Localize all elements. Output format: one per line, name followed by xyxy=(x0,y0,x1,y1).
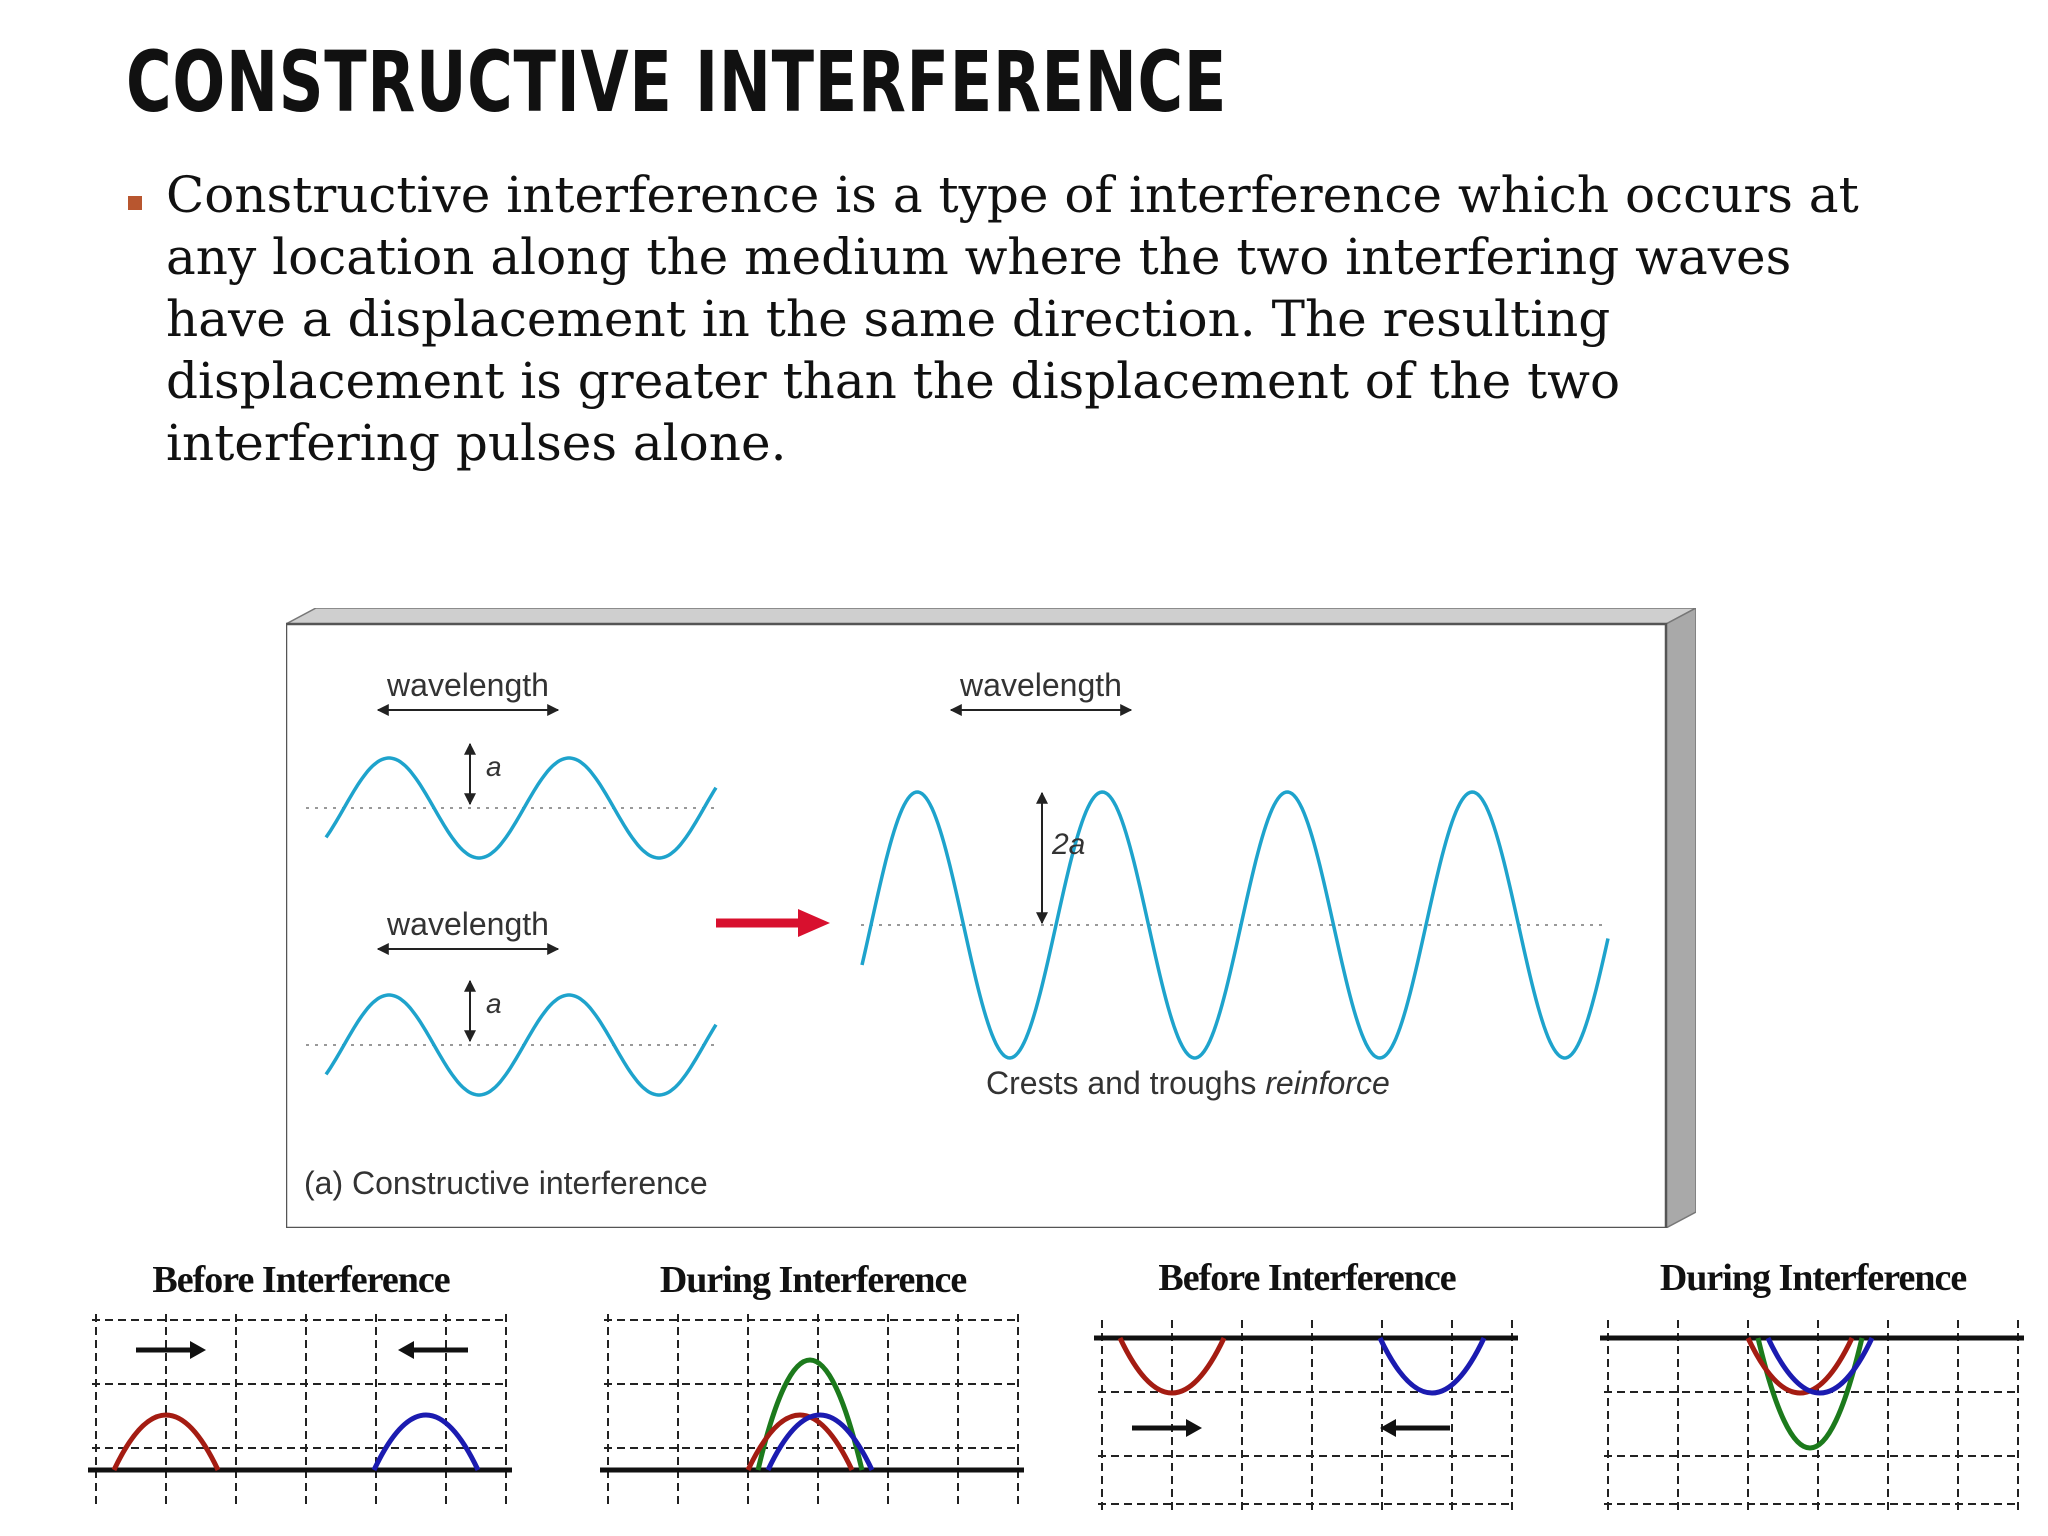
panel-top-bevel xyxy=(286,608,1696,625)
panel-label: Before Interference xyxy=(1158,1257,1456,1299)
panel-caption: (a) Constructive interference xyxy=(304,1165,708,1201)
blue-pulse xyxy=(765,1412,875,1472)
pulse-grid xyxy=(600,1314,1024,1508)
right-arrow-head xyxy=(190,1341,206,1359)
wave-1 xyxy=(324,756,718,860)
left-arrow-head xyxy=(398,1341,414,1359)
grid-lines xyxy=(1098,1320,1513,1512)
pulse-grid xyxy=(1600,1320,2024,1512)
right-arrow-head xyxy=(1186,1419,1202,1437)
slide-title: CONSTRUCTIVE INTERFERENCE xyxy=(126,33,1228,131)
reinforce-caption: Crests and troughs reinforce xyxy=(986,1065,1390,1101)
grid-lines xyxy=(92,1314,507,1508)
reinforce-caption-prefix: Crests and troughs xyxy=(986,1065,1265,1101)
green-pulse xyxy=(755,1357,865,1471)
body-text: Constructive interference is a type of i… xyxy=(166,164,2006,474)
resultant-wave xyxy=(860,790,1610,1060)
red-pulse xyxy=(1117,1336,1227,1396)
wavelength-label-1: wavelength xyxy=(386,667,549,703)
left-arrow-head xyxy=(1380,1419,1396,1437)
green-pulse xyxy=(1755,1337,1865,1451)
reinforce-caption-emphasis: reinforce xyxy=(1265,1065,1390,1101)
blue-pulse xyxy=(1765,1336,1875,1396)
wavelength-label-result: wavelength xyxy=(959,667,1122,703)
body-line: Constructive interference is a type of i… xyxy=(166,166,1859,224)
amplitude-label-1: a xyxy=(486,751,502,782)
constructive-interference-diagram: wavelength wavelength wavelength a a 2a … xyxy=(286,608,1696,1228)
amplitude-label-2: a xyxy=(486,988,502,1019)
blue-pulse xyxy=(371,1412,481,1472)
body-line: have a displacement in the same directio… xyxy=(166,290,1611,348)
before-interference-panel-troughs: Before Interference xyxy=(1092,1256,1522,1526)
during-interference-panel-troughs: During Interference xyxy=(1598,1256,2028,1526)
blue-pulse xyxy=(1377,1336,1487,1396)
panel-label: Before Interference xyxy=(152,1259,450,1301)
amplitude-label-result: 2a xyxy=(1051,828,1085,861)
grid-lines xyxy=(1604,1320,2019,1512)
body-line: any location along the medium where the … xyxy=(166,228,1792,286)
wave-2 xyxy=(324,993,718,1097)
panel-face xyxy=(286,622,1668,1228)
before-interference-panel-crests: Before Interference xyxy=(86,1258,516,1528)
pulse-grid xyxy=(88,1314,512,1508)
panel-label: During Interference xyxy=(1659,1257,1967,1299)
during-interference-panel-crests: During Interference xyxy=(598,1258,1028,1528)
pulse-grid xyxy=(1094,1320,1518,1512)
red-pulse xyxy=(1745,1336,1855,1396)
bullet-marker xyxy=(128,196,142,210)
wavelength-label-2: wavelength xyxy=(386,906,549,942)
combine-arrow-head xyxy=(798,909,830,937)
body-line: interfering pulses alone. xyxy=(166,414,787,472)
body-line: displacement is greater than the displac… xyxy=(166,352,1621,410)
red-pulse xyxy=(111,1412,221,1472)
panel-label: During Interference xyxy=(659,1259,967,1301)
red-pulse xyxy=(745,1412,855,1472)
panel-side-bevel xyxy=(1665,608,1696,1228)
grid-lines xyxy=(604,1314,1019,1508)
